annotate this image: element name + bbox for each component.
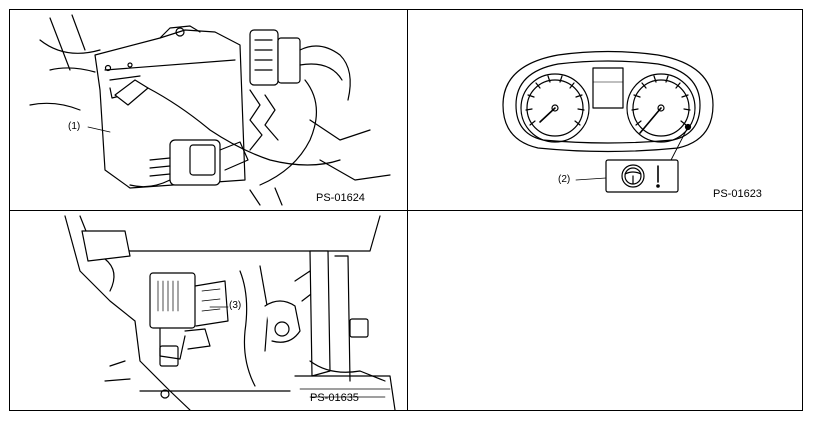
exclamation-icon [656,165,660,188]
callout-label: (1) [68,121,81,132]
right-gauge-ticks [631,75,691,126]
left-gauge-ticks [525,75,585,126]
callout-label: (3) [229,300,242,311]
figure-panel-control-module: (1) PS-01624 [10,10,407,210]
figure-code: PS-01623 [713,188,762,200]
figure-grid: (1) PS-01624 [9,9,803,411]
under-dash-illustration [64,215,396,410]
callout-label: (2) [558,174,571,185]
figure-panel-empty [408,211,802,410]
figure-code: PS-01624 [316,192,365,204]
figure-panel-combination-meter: (2) PS-01623 [408,10,802,210]
control-module-illustration [29,14,391,206]
combination-meter-illustration [502,50,714,193]
steering-wheel-icon [621,164,645,188]
grid-horizontal-divider [10,210,802,211]
figure-panel-under-dash: (3) PS-01635 [10,211,407,410]
figure-code: PS-01635 [310,392,359,404]
